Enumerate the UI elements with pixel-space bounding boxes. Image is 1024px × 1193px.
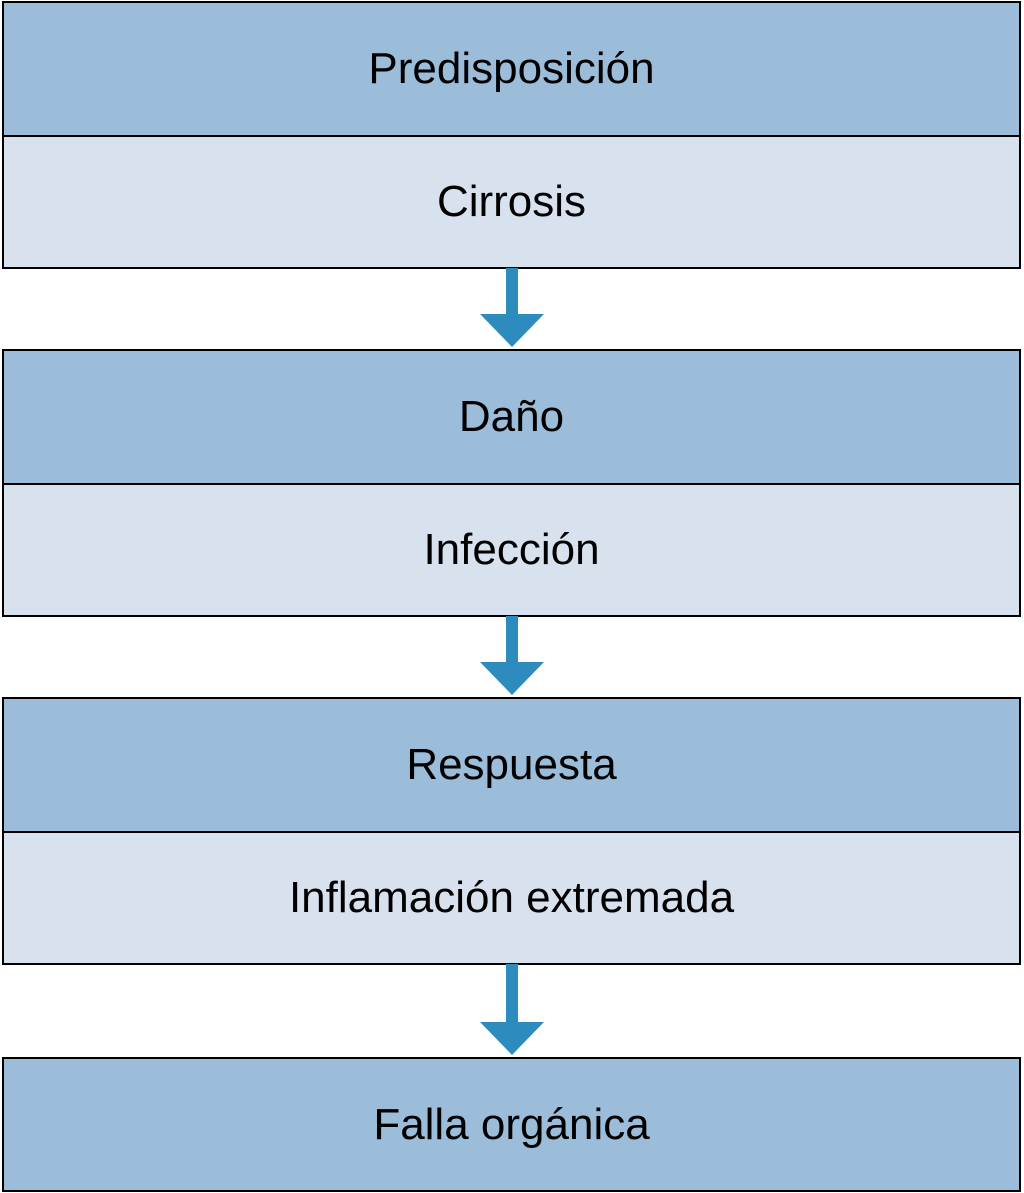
down-arrow-icon (480, 616, 544, 697)
step-detail: Infección (4, 483, 1019, 615)
step-header: Predisposición (4, 3, 1019, 135)
step-detail: Cirrosis (4, 135, 1019, 267)
flow-step-dano: Daño Infección (2, 349, 1021, 617)
step-header: Daño (4, 351, 1019, 483)
flow-step-respuesta: Respuesta Inflamación extremada (2, 697, 1021, 965)
down-arrow-icon (480, 964, 544, 1057)
flow-step-predisposicion: Predisposición Cirrosis (2, 1, 1021, 269)
down-arrow-icon (480, 268, 544, 349)
step-header: Falla orgánica (4, 1059, 1019, 1190)
step-detail: Inflamación extremada (4, 831, 1019, 963)
step-header: Respuesta (4, 699, 1019, 831)
flow-step-falla-organica: Falla orgánica (2, 1057, 1021, 1192)
